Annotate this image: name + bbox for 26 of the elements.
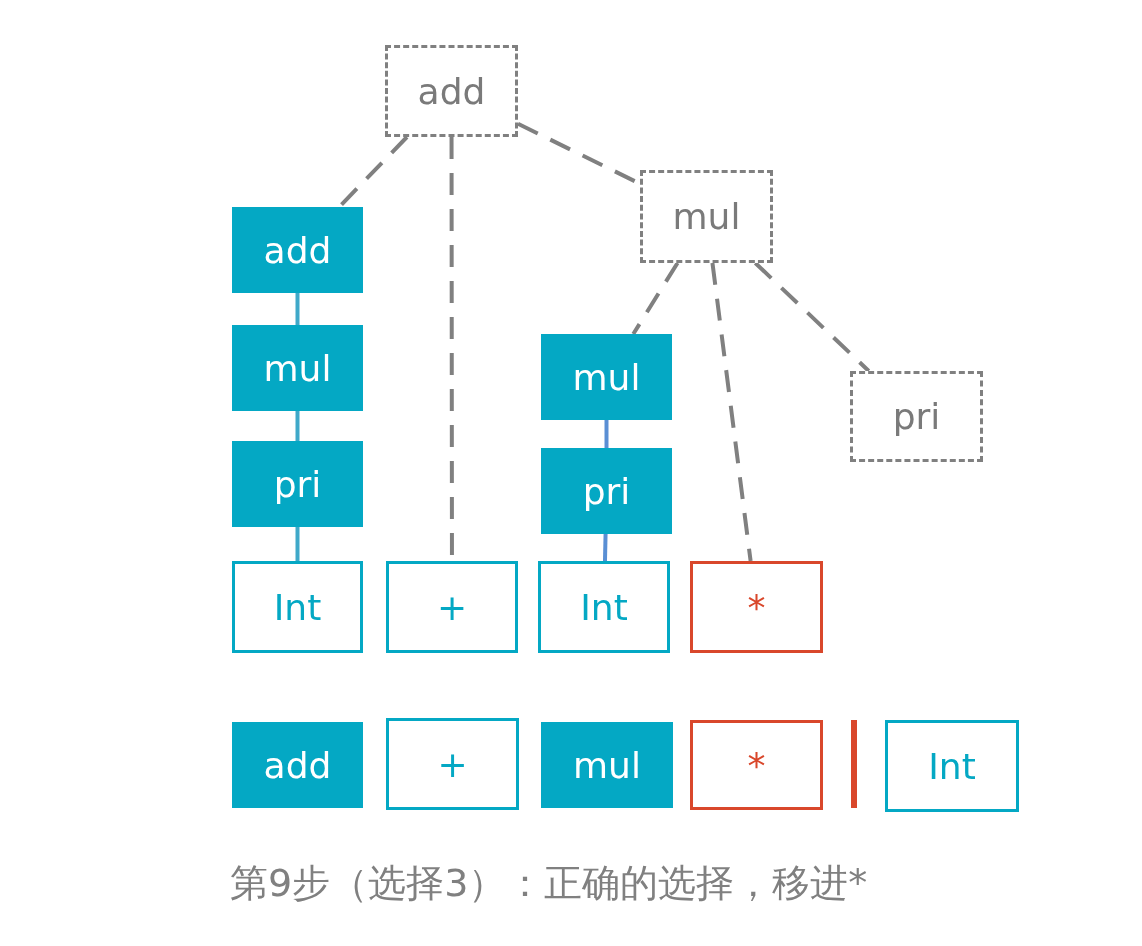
nonterminal-box: add: [232, 207, 363, 293]
nonterminal-box: mul: [541, 722, 673, 808]
tree-line: [295, 527, 300, 561]
token-box: *: [690, 561, 823, 653]
nonterminal-box: add: [232, 722, 363, 808]
dashed-tree-line: [631, 261, 680, 336]
token-box: Int: [885, 720, 1019, 812]
tree-line: [604, 420, 609, 448]
token-box: +: [386, 561, 518, 653]
dashed-tree-line: [710, 262, 753, 562]
token-box: Int: [538, 561, 670, 653]
tree-line: [295, 293, 300, 325]
nonterminal-box: mul: [232, 325, 363, 411]
tree-line: [603, 533, 608, 562]
nonterminal-box: pri: [232, 441, 363, 527]
token-box: +: [386, 718, 519, 810]
dashed-tree-line: [753, 261, 871, 373]
tree-node-box: mul: [640, 170, 773, 263]
tree-line: [295, 411, 300, 441]
caption: 第9步（选择3）：正确的选择，移进*: [230, 860, 868, 907]
tree-node-box: add: [385, 45, 518, 137]
tree-node-box: pri: [850, 371, 983, 462]
token-box: *: [690, 720, 823, 810]
nonterminal-box: pri: [541, 448, 672, 534]
token-box: Int: [232, 561, 363, 653]
nonterminal-box: mul: [541, 334, 672, 420]
